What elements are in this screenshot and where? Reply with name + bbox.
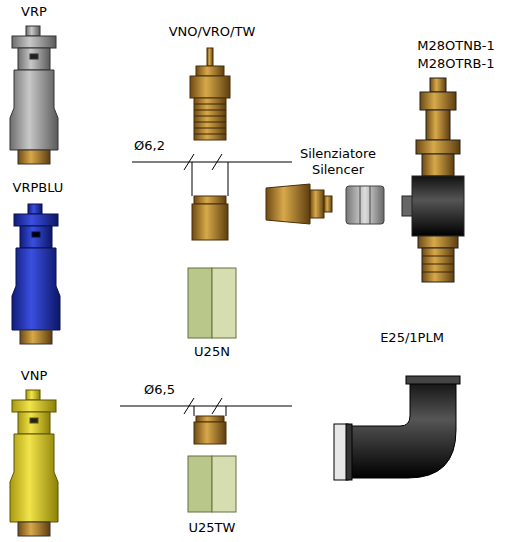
valve-core — [190, 48, 230, 140]
dimension-line — [120, 398, 292, 416]
dimension-label: Ø6,2 — [134, 138, 165, 154]
u25tw-seal — [188, 456, 236, 512]
vnp-valve — [10, 390, 58, 536]
u25n-seal — [188, 268, 236, 338]
part-name: VRPBLU — [13, 180, 64, 196]
part-name: Silenziatore — [300, 146, 376, 162]
part-name: VRP — [21, 4, 47, 20]
part-name: U25TW — [189, 520, 236, 536]
silencer — [266, 184, 332, 224]
seal-cap — [196, 416, 224, 422]
dimension-label: Ø6,5 — [144, 382, 175, 398]
elbow-fitting — [334, 376, 460, 480]
part-name: Silencer — [312, 162, 364, 178]
part-name: M28OTRB-1 — [418, 56, 495, 72]
part-name: U25N — [194, 344, 230, 360]
part-name: VNP — [21, 368, 47, 384]
seal-cap — [194, 196, 226, 204]
part-name: VNO/VRO/TW — [169, 24, 256, 40]
tee-fitting — [402, 78, 464, 282]
vrp-valve — [10, 26, 58, 164]
part-name: M28OTNB-1 — [417, 38, 495, 54]
seal-cap — [194, 422, 226, 444]
part-name: E25/1PLM — [380, 330, 444, 346]
vrpblu-valve — [12, 204, 60, 344]
seal-cap — [192, 204, 228, 240]
coupling — [346, 186, 384, 224]
